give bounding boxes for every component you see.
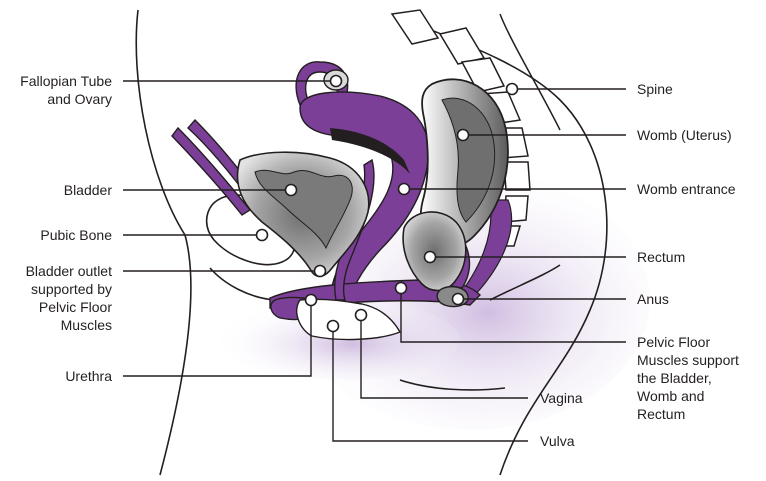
label-fallopian-tube-ovary: Fallopian Tube and Ovary — [4, 72, 112, 108]
label-womb-uterus: Womb (Uterus) — [637, 126, 732, 144]
marker-bladder-outlet — [315, 266, 326, 277]
marker-fallopian — [331, 76, 342, 87]
marker-pubic-bone — [257, 230, 268, 241]
marker-spine — [507, 84, 518, 95]
label-urethra: Urethra — [4, 367, 112, 385]
marker-anus — [453, 294, 464, 305]
marker-bladder — [286, 185, 297, 196]
label-bladder: Bladder — [4, 181, 112, 199]
marker-rectum — [425, 252, 436, 263]
label-bladder-outlet: Bladder outlet supported by Pelvic Floor… — [4, 262, 112, 334]
label-vagina: Vagina — [540, 389, 583, 407]
label-spine: Spine — [637, 80, 673, 98]
marker-womb — [458, 130, 469, 141]
marker-vulva — [328, 321, 339, 332]
marker-urethra — [306, 295, 317, 306]
label-pubic-bone: Pubic Bone — [4, 226, 112, 244]
label-rectum: Rectum — [637, 248, 685, 266]
marker-pelvic-floor — [396, 283, 407, 294]
label-anus: Anus — [637, 290, 669, 308]
label-womb-entrance: Womb entrance — [637, 180, 736, 198]
marker-vagina — [356, 310, 367, 321]
label-vulva: Vulva — [540, 432, 575, 450]
label-pelvic-floor-support: Pelvic Floor Muscles support the Bladder… — [637, 333, 739, 423]
marker-womb-entrance — [399, 184, 410, 195]
